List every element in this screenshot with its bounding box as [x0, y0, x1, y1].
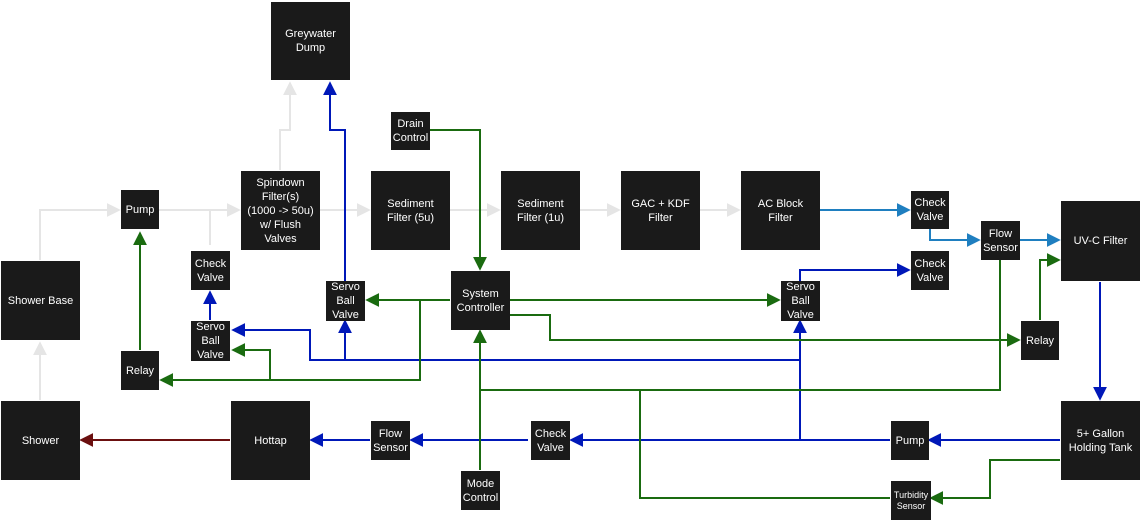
pipe-servo-to-checkvalve	[799, 263, 911, 282]
signal-controller-to-servo-bottom	[231, 343, 271, 380]
signal-controller-to-relay-left	[159, 300, 421, 387]
pipe-base-to-pump	[39, 203, 121, 260]
pipe-spindown-to-dump	[279, 81, 297, 170]
holding-tank-box: 5+ Gallon Holding Tank	[1061, 401, 1140, 480]
sediment-filter-1u-box: Sediment Filter (1u)	[501, 171, 580, 250]
system-controller-box: System Controller	[451, 271, 510, 330]
ac-block-filter-box: AC Block Filter	[741, 171, 820, 250]
greywater-dump-box: Greywater Dump	[271, 2, 350, 80]
spindown-filter-box: Spindown Filter(s) (1000 -> 50u) w/ Flus…	[241, 171, 320, 250]
servo-ball-valve-left-top-box: Servo Ball Valve	[326, 281, 365, 321]
drain-control-box: Drain Control	[391, 112, 430, 150]
relay-right-box: Relay	[1021, 321, 1059, 360]
check-valve-mid-box: Check Valve	[911, 251, 949, 290]
flow-sensor-bottom-box: Flow Sensor	[371, 421, 410, 460]
check-valve-top-box: Check Valve	[911, 191, 949, 229]
pipe-recirc-return	[231, 323, 800, 361]
signal-flowsensor-bus	[480, 260, 1001, 391]
signal-drain-to-controller	[430, 129, 487, 271]
shower-box: Shower	[1, 401, 80, 480]
check-valve-left-box: Check Valve	[191, 251, 230, 290]
signal-turbidity-bus	[639, 390, 890, 499]
gac-kdf-filter-box: GAC + KDF Filter	[621, 171, 700, 250]
relay-left-box: Relay	[121, 351, 159, 390]
signal-controller-to-relay-right	[510, 314, 1021, 347]
servo-ball-valve-left-bottom-box: Servo Ball Valve	[191, 321, 230, 361]
hottap-box: Hottap	[231, 401, 310, 480]
servo-ball-valve-right-box: Servo Ball Valve	[781, 281, 820, 321]
shower-base-box: Shower Base	[1, 261, 80, 340]
sediment-filter-5u-box: Sediment Filter (5u)	[371, 171, 450, 250]
uvc-filter-box: UV-C Filter	[1061, 201, 1140, 281]
check-valve-bottom-box: Check Valve	[531, 421, 570, 460]
mode-control-box: Mode Control	[461, 471, 500, 510]
pipe-checkvalve-to-flowsensor	[929, 228, 981, 247]
signal-relay-to-uvc	[1039, 253, 1061, 320]
pump-bottom-box: Pump	[891, 421, 929, 460]
signal-tank-to-turbidity	[929, 459, 1060, 505]
pipe-servo-to-dump	[323, 81, 346, 282]
pump-top-box: Pump	[121, 190, 159, 229]
turbidity-sensor-box: Turbidity Sensor	[891, 481, 931, 520]
flow-sensor-top-box: Flow Sensor	[981, 221, 1020, 260]
